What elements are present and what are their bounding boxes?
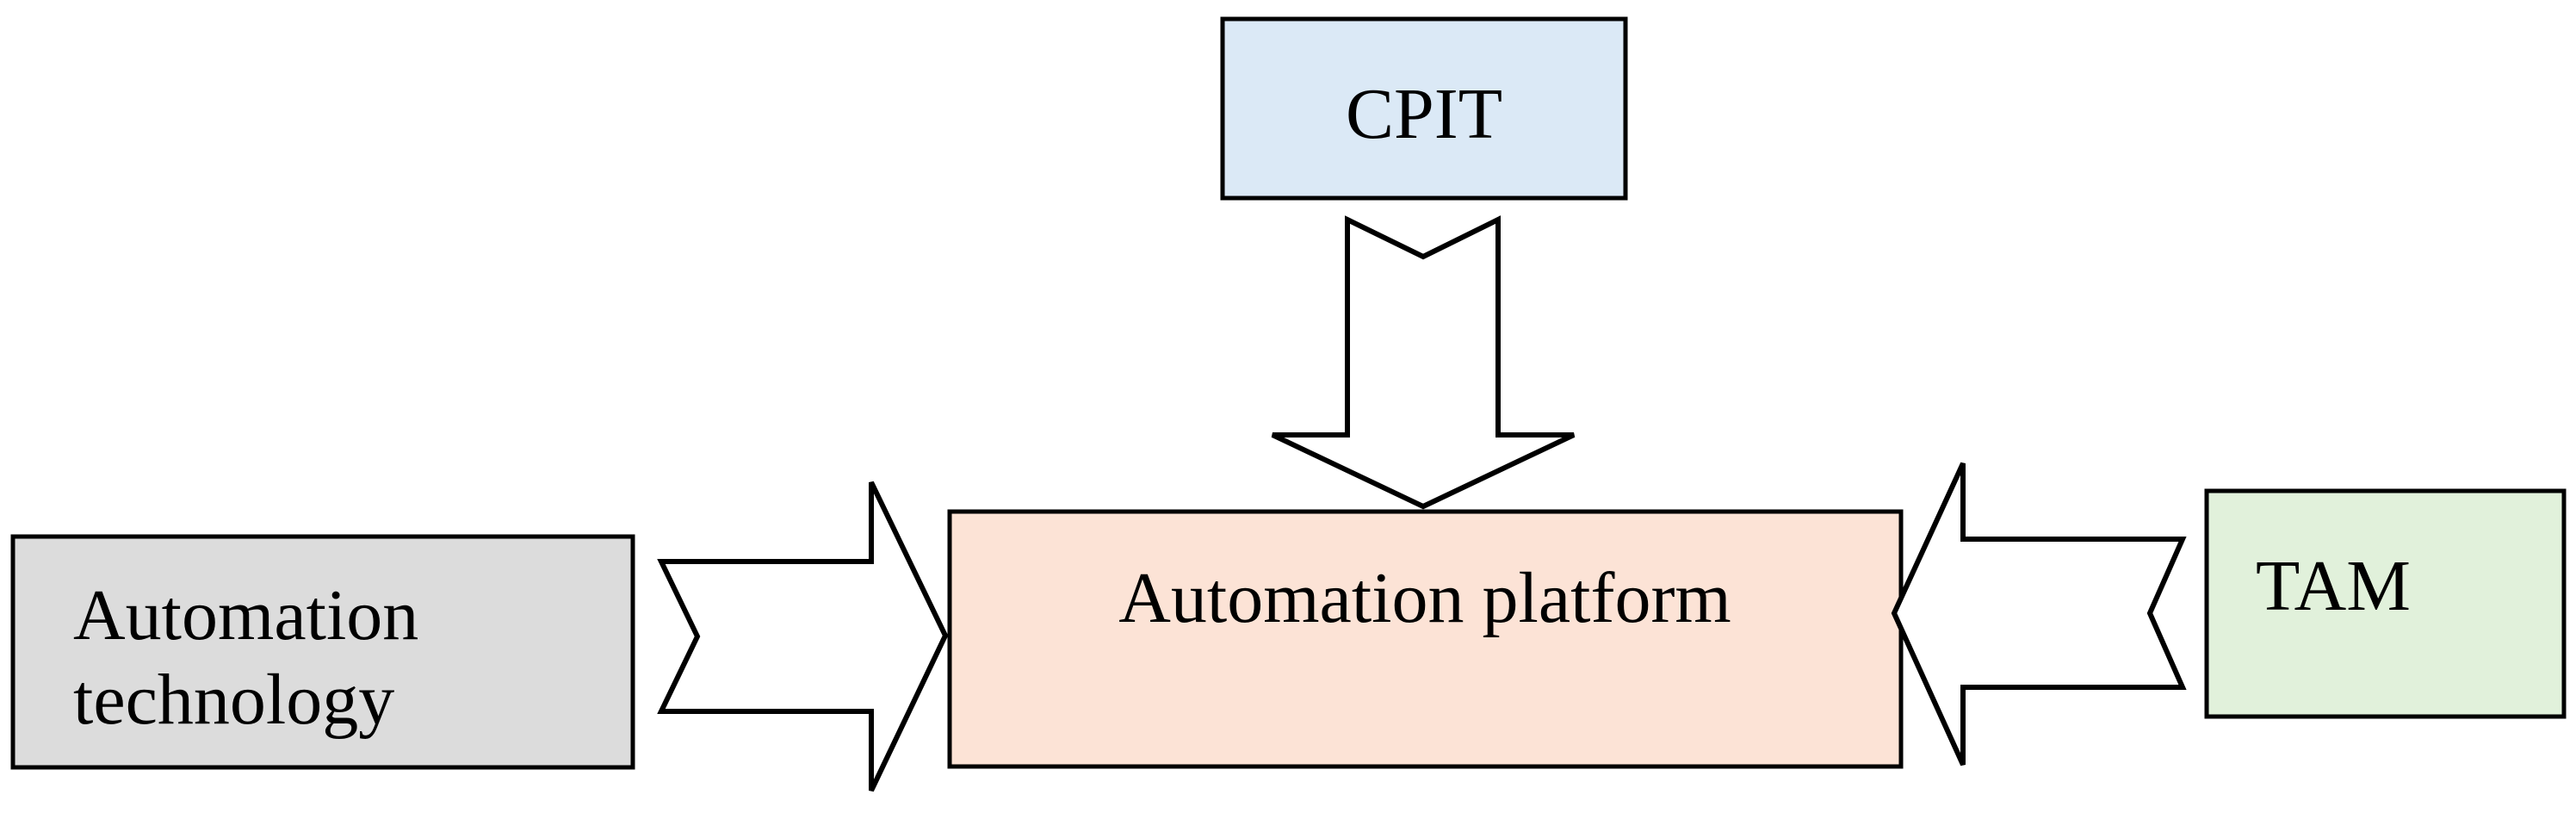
automation-technology-box xyxy=(10,534,635,770)
cpit-label: CPIT xyxy=(1346,74,1502,154)
tam-label: TAM xyxy=(2256,546,2411,626)
automation-technology-label-line-1: Automation xyxy=(73,575,418,655)
cpit-box xyxy=(1220,16,1628,201)
automation-technology-label-line-2: technology xyxy=(73,660,394,740)
automation-platform-label: Automation platform xyxy=(1118,558,1731,638)
tam-box xyxy=(2204,488,2567,719)
cpit-to-platform-arrow xyxy=(1271,215,1576,510)
automation-technology-label: Automation technology xyxy=(73,575,437,740)
tam-to-platform-arrow xyxy=(1891,462,2187,766)
automation-platform-box xyxy=(947,509,1904,769)
automation-technology-to-platform-arrow xyxy=(657,481,949,792)
